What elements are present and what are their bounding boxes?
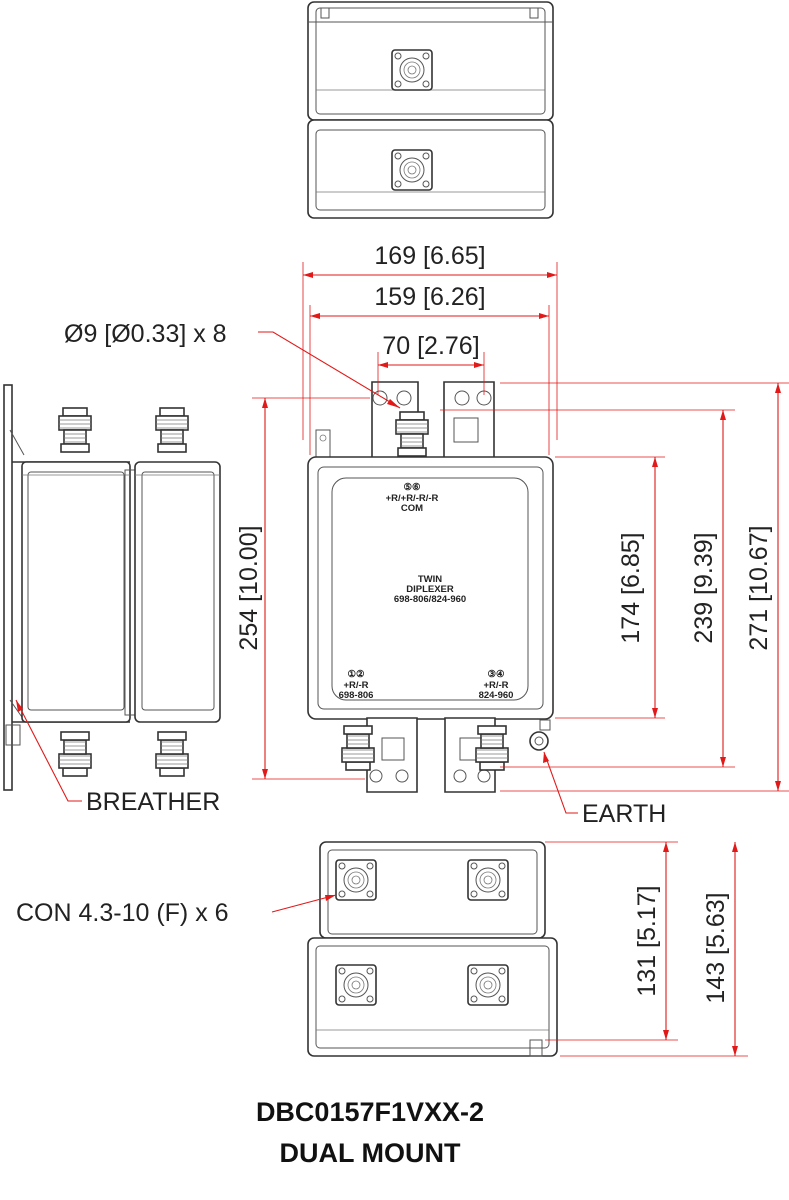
name-line-2: DIPLEXER [406, 584, 454, 595]
left-band-label: 698-806 [339, 690, 374, 701]
dim-height-side: 254 [10.00] [235, 525, 263, 650]
right-band-label: 824-960 [479, 690, 514, 701]
unit-label-com: ⑤⑥ +R/+R/-R/-R COM [386, 482, 439, 514]
dimension-lines [252, 262, 789, 1057]
dim-width-overall: 169 [6.65] [374, 242, 485, 270]
callout-connectors: CON 4.3-10 (F) x 6 [16, 899, 229, 927]
dim-depth-overall: 143 [5.63] [702, 892, 730, 1003]
unit-label-left: ①② +R/-R 698-806 [339, 669, 374, 701]
left-polarity-label: +R/-R [343, 680, 368, 691]
dim-height-overall: 271 [10.67] [745, 525, 773, 650]
name-line-3: 698-806/824-960 [394, 594, 466, 605]
left-ports-label: ①② [347, 669, 365, 680]
com-label: COM [401, 503, 423, 514]
callout-breather: BREATHER [86, 788, 220, 816]
unit-name-label: TWIN DIPLEXER 698-806/824-960 [394, 574, 466, 605]
callout-leaders [15, 331, 578, 913]
name-line-1: TWIN [418, 574, 442, 585]
right-ports-label: ③④ [487, 669, 505, 680]
bottom-view [307, 841, 558, 1057]
dim-width-body: 159 [6.26] [374, 283, 485, 311]
side-view [3, 384, 221, 791]
title-mount-type: DUAL MOUNT [280, 1138, 461, 1168]
title-part-number: DBC0157F1VXX-2 [256, 1097, 484, 1127]
com-polarity-label: +R/+R/-R/-R [386, 493, 439, 504]
front-view [307, 381, 554, 793]
right-polarity-label: +R/-R [483, 680, 508, 691]
callout-holes: Ø9 [Ø0.33] x 8 [64, 320, 227, 348]
dim-height-ports: 239 [9.39] [690, 532, 718, 643]
dim-depth-single: 131 [5.17] [633, 885, 661, 996]
com-ports-label: ⑤⑥ [403, 482, 421, 493]
callout-earth: EARTH [582, 800, 666, 828]
top-view [307, 1, 554, 219]
dim-hole-spacing: 70 [2.76] [382, 332, 479, 360]
dim-height-body: 174 [6.85] [617, 532, 645, 643]
unit-label-right: ③④ +R/-R 824-960 [479, 669, 514, 701]
